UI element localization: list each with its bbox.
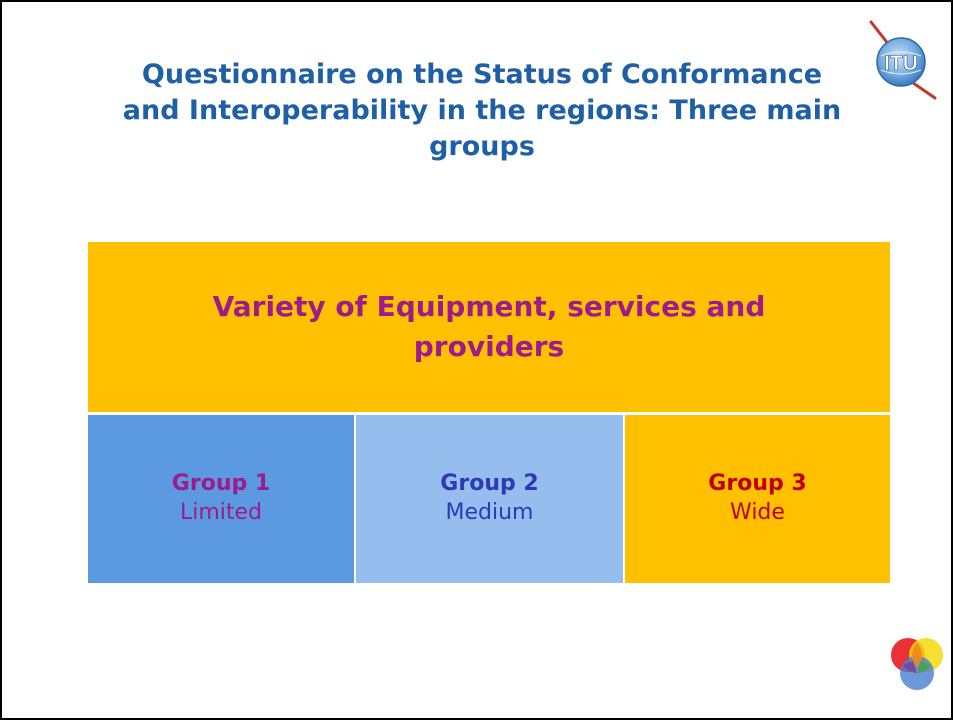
- group-2-cell: Group 2 Medium: [356, 415, 623, 583]
- groups-row: Group 1 Limited Group 2 Medium Group 3 W…: [88, 415, 890, 583]
- group-3-cell: Group 3 Wide: [625, 415, 890, 583]
- group-3-name: Group 3: [708, 471, 807, 496]
- slide-title: Questionnaire on the Status of Conforman…: [122, 59, 842, 162]
- group-1-description: Limited: [179, 500, 263, 525]
- variety-header-text: Variety of Equipment, services and provi…: [212, 290, 766, 363]
- variety-header-box: Variety of Equipment, services and provi…: [88, 242, 890, 412]
- group-2-description: Medium: [445, 500, 534, 525]
- group-2-name: Group 2: [440, 471, 539, 496]
- group-1-name: Group 1: [171, 471, 271, 496]
- overlapping-circles-logo-icon: [891, 638, 943, 690]
- group-1-cell: Group 1 Limited: [88, 415, 354, 583]
- itu-logo-icon: ITU: [869, 20, 937, 100]
- group-3-description: Wide: [730, 500, 785, 525]
- itu-logo-text: ITU: [884, 52, 918, 75]
